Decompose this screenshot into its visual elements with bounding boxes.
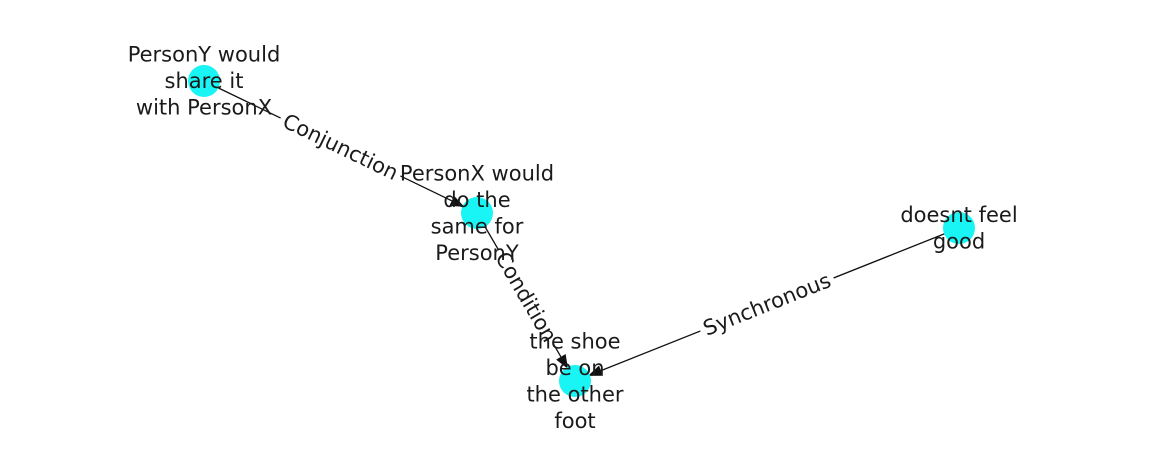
node-label-line: same for: [431, 214, 524, 238]
node-label-line: PersonY: [435, 241, 519, 265]
graph-node: [559, 365, 591, 397]
nodes-layer: [188, 65, 975, 397]
node-label-line: PersonX would: [400, 161, 554, 185]
node-label-line: the other: [526, 382, 623, 406]
edge-label: Synchronous: [700, 268, 835, 340]
node-label-line: share it: [165, 69, 244, 93]
edge-label-group: Conjunction: [274, 106, 407, 188]
node-label-line: PersonY would: [128, 43, 281, 67]
edge-label-background: [487, 243, 565, 351]
node-label-line: be on: [545, 356, 604, 380]
edge-label-background: [274, 106, 407, 188]
node-label-line: doesnt feel: [900, 203, 1017, 227]
edge-label-group: Synchronous: [695, 265, 839, 344]
graph-node: [461, 197, 493, 229]
node-label-line: foot: [554, 409, 595, 433]
edge-label-background: [695, 265, 839, 344]
graph-node: [943, 212, 975, 244]
node-label-line: good: [933, 229, 985, 253]
arrow-head-icon: [449, 195, 465, 207]
arrow-head-icon: [556, 354, 568, 369]
node-label-line: do the: [443, 188, 510, 212]
arrow-head-icon: [588, 365, 604, 376]
graph-node: [188, 65, 220, 97]
node-label-line: the shoe: [529, 329, 620, 353]
edge-label: Conjunction: [279, 109, 402, 185]
node-label-line: with PersonX: [136, 96, 272, 120]
